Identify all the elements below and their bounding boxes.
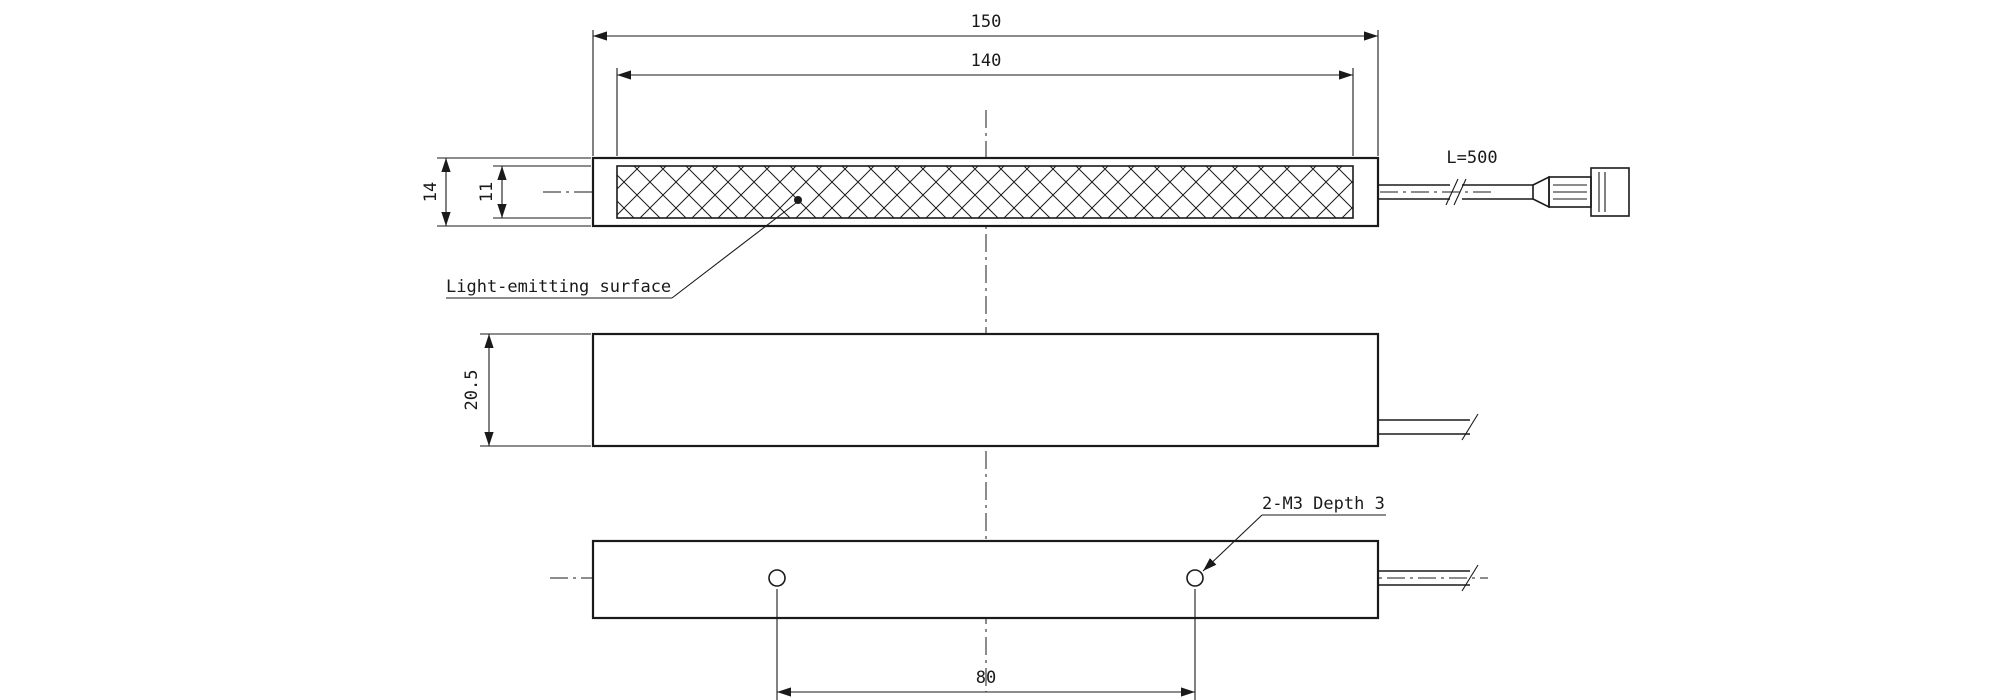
dim-20-5-label: 20.5 bbox=[462, 370, 482, 411]
cable-break-mark bbox=[1453, 178, 1467, 206]
mounting-hole-left bbox=[768, 569, 786, 587]
side-view bbox=[591, 332, 1380, 448]
light-emitting-surface bbox=[616, 165, 1354, 219]
leader-dot bbox=[794, 196, 802, 204]
dim-11-label: 11 bbox=[477, 182, 497, 202]
connector-neck bbox=[1532, 175, 1550, 209]
connector bbox=[1532, 167, 1630, 217]
cable-break-mark bbox=[1461, 413, 1479, 441]
connector-housing bbox=[1590, 167, 1630, 217]
dimension-emitting-length: 140 bbox=[616, 51, 1354, 156]
cable-length-label: L=500 bbox=[1446, 148, 1497, 168]
dim-140-label: 140 bbox=[971, 51, 1002, 71]
mounting-hole-callout: 2-M3 Depth 3 bbox=[1202, 494, 1386, 572]
dimension-height: 20.5 bbox=[462, 333, 591, 447]
emitting-surface-label: Light-emitting surface bbox=[446, 277, 671, 297]
dimension-emitting-thickness: 11 bbox=[477, 165, 591, 219]
cable-side-view bbox=[1378, 413, 1479, 441]
mounting-hole-label: 2-M3 Depth 3 bbox=[1262, 494, 1385, 514]
mounting-hole-right bbox=[1186, 569, 1204, 587]
dim-14-label: 14 bbox=[421, 182, 441, 202]
cable-break-mark bbox=[1461, 564, 1479, 592]
bottom-view bbox=[591, 539, 1380, 620]
bottom-view-outline bbox=[591, 539, 1380, 620]
dim-150-label: 150 bbox=[971, 12, 1002, 32]
side-view-outline bbox=[591, 332, 1380, 448]
dimension-overall-length: 150 bbox=[592, 12, 1379, 156]
emitting-surface-callout: Light-emitting surface bbox=[446, 202, 797, 299]
cable-top-view bbox=[1378, 178, 1533, 206]
top-view bbox=[591, 156, 1380, 228]
dim-80-label: 80 bbox=[976, 668, 996, 688]
dimension-hole-pitch: 80 bbox=[776, 589, 1196, 700]
dimension-overall-thickness: 14 bbox=[421, 157, 591, 227]
cable-break-mark bbox=[1445, 178, 1459, 206]
cable-bottom-view bbox=[1378, 564, 1479, 592]
